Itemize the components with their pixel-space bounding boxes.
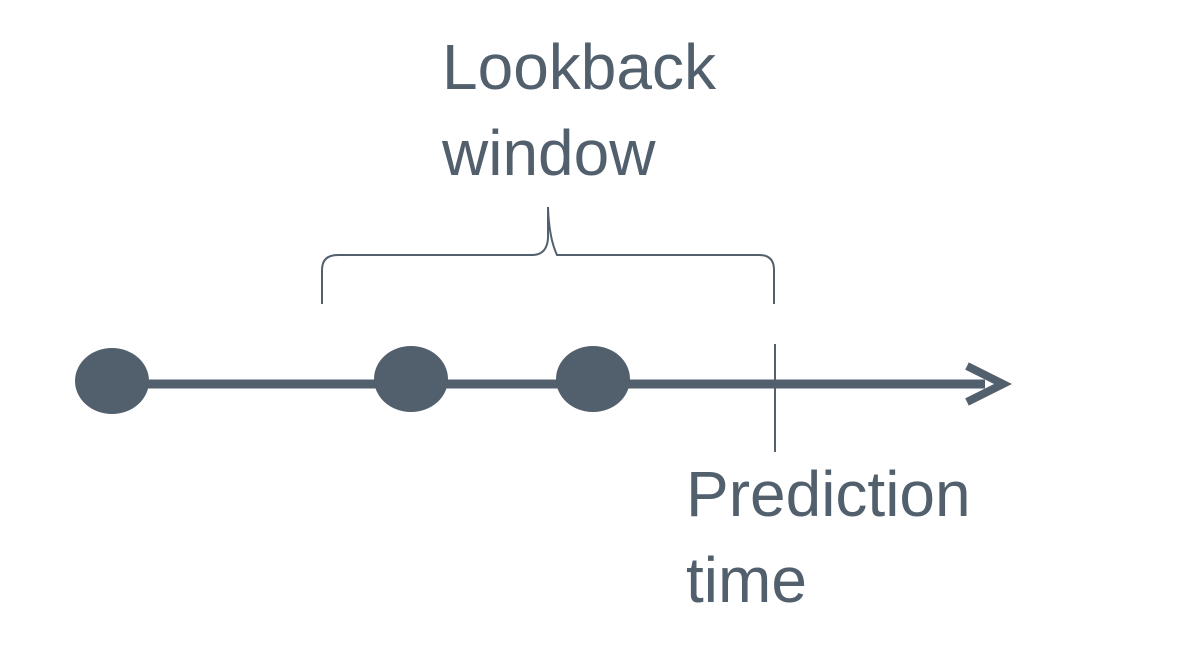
prediction-time-label: Prediction time [686,451,971,623]
event-dot-2 [374,346,448,412]
timeline-arrowhead-icon [965,362,1012,406]
lookback-label-line2: window [442,117,656,189]
event-dot-1 [75,348,149,414]
lookback-label-line1: Lookback [442,31,716,103]
event-dot-3 [556,346,630,412]
lookback-window-label: Lookback window [442,24,716,196]
prediction-label-line1: Prediction [686,458,971,530]
prediction-label-line2: time [686,544,807,616]
lookback-brace [321,206,775,304]
